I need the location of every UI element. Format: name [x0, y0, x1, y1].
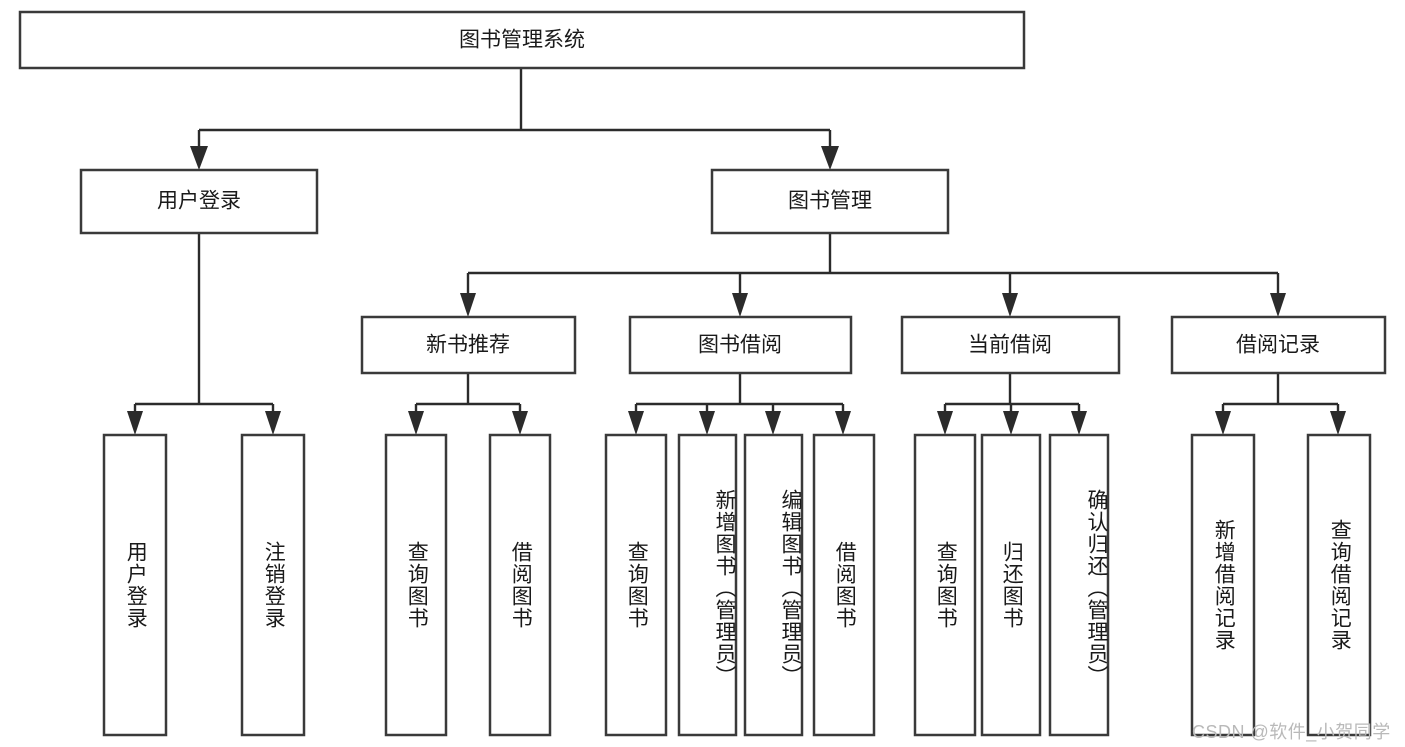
node-current-borrow[interactable]: 当前借阅	[900, 315, 1121, 375]
connector-group-newbook	[408, 373, 528, 435]
node-leaf-add-record-box[interactable]	[1190, 433, 1256, 737]
node-borrow-record-box[interactable]	[1170, 315, 1387, 375]
connector-group-bookmanage	[460, 233, 1286, 317]
node-user-login[interactable]: 用户登录	[79, 168, 319, 235]
node-leaf-edit-book-box[interactable]	[743, 433, 804, 737]
node-root-label: 图书管理系统	[459, 29, 585, 52]
arrowhead-leaf-user-login	[127, 411, 143, 435]
arrowhead-leaf-borrow-book-2	[835, 411, 851, 435]
node-current-borrow-box[interactable]	[900, 315, 1121, 375]
arrowhead-leaf-logout-login	[265, 411, 281, 435]
arrowhead-bookmanage	[821, 146, 839, 170]
arrowhead-leaf-edit-book	[765, 411, 781, 435]
csdn-watermark: CSDN @软件_小贺同学	[1192, 722, 1391, 742]
node-book-borrow-box[interactable]	[628, 315, 853, 375]
arrowhead-leaf-query-record	[1330, 411, 1346, 435]
node-leaf-logout-login-box[interactable]	[240, 433, 306, 737]
node-new-book-recommend-label: 新书推荐	[426, 334, 510, 357]
connector-group-currentborrow	[937, 373, 1087, 435]
connector-group-borrowrecord	[1215, 373, 1346, 435]
node-root-box[interactable]	[18, 10, 1026, 70]
connector-group-root	[190, 68, 839, 170]
node-leaf-borrow-book-1-box[interactable]	[488, 433, 552, 737]
arrowhead-leaf-borrow-book-1	[512, 411, 528, 435]
node-leaf-confirm-return-box[interactable]	[1048, 433, 1110, 737]
arrowhead-userlogin	[190, 146, 208, 170]
node-book-manage-box[interactable]	[710, 168, 950, 235]
node-leaf-query-book-1-box[interactable]	[384, 433, 448, 737]
node-leaf-query-record-box[interactable]	[1306, 433, 1372, 737]
node-leaf-user-login-box[interactable]	[102, 433, 168, 737]
node-book-manage-label: 图书管理	[788, 190, 872, 213]
node-book-manage[interactable]: 图书管理	[710, 168, 950, 235]
node-borrow-record[interactable]: 借阅记录	[1170, 315, 1387, 375]
arrowhead-current-borrow	[1002, 293, 1018, 317]
node-borrow-record-label: 借阅记录	[1236, 334, 1320, 357]
node-leaf-return-book-box[interactable]	[980, 433, 1042, 737]
node-book-borrow[interactable]: 图书借阅	[628, 315, 853, 375]
arrowhead-leaf-return-book	[1003, 411, 1019, 435]
arrowhead-leaf-add-record	[1215, 411, 1231, 435]
arrowhead-new-book-recommend	[460, 293, 476, 317]
node-leaf-query-book-2-box[interactable]	[604, 433, 668, 737]
node-leaf-add-book-box[interactable]	[677, 433, 738, 737]
arrowhead-leaf-query-book-3	[937, 411, 953, 435]
node-leaf-borrow-book-2-box[interactable]	[812, 433, 876, 737]
arrowhead-leaf-add-book	[699, 411, 715, 435]
arrowhead-leaf-confirm-return	[1071, 411, 1087, 435]
node-new-book-recommend-box[interactable]	[360, 315, 577, 375]
connector-group-bookborrow	[628, 373, 851, 435]
node-user-login-box[interactable]	[79, 168, 319, 235]
node-user-login-label: 用户登录	[157, 190, 241, 213]
arrowhead-borrow-record	[1270, 293, 1286, 317]
arrowhead-leaf-query-book-1	[408, 411, 424, 435]
connector-group-userlogin	[127, 233, 281, 435]
node-current-borrow-label: 当前借阅	[968, 334, 1052, 357]
arrowhead-book-borrow	[732, 293, 748, 317]
node-new-book-recommend[interactable]: 新书推荐	[360, 315, 577, 375]
arrowhead-leaf-query-book-2	[628, 411, 644, 435]
node-book-borrow-label: 图书借阅	[698, 334, 782, 357]
node-root[interactable]: 图书管理系统	[18, 10, 1026, 70]
node-leaf-query-book-3-box[interactable]	[913, 433, 977, 737]
